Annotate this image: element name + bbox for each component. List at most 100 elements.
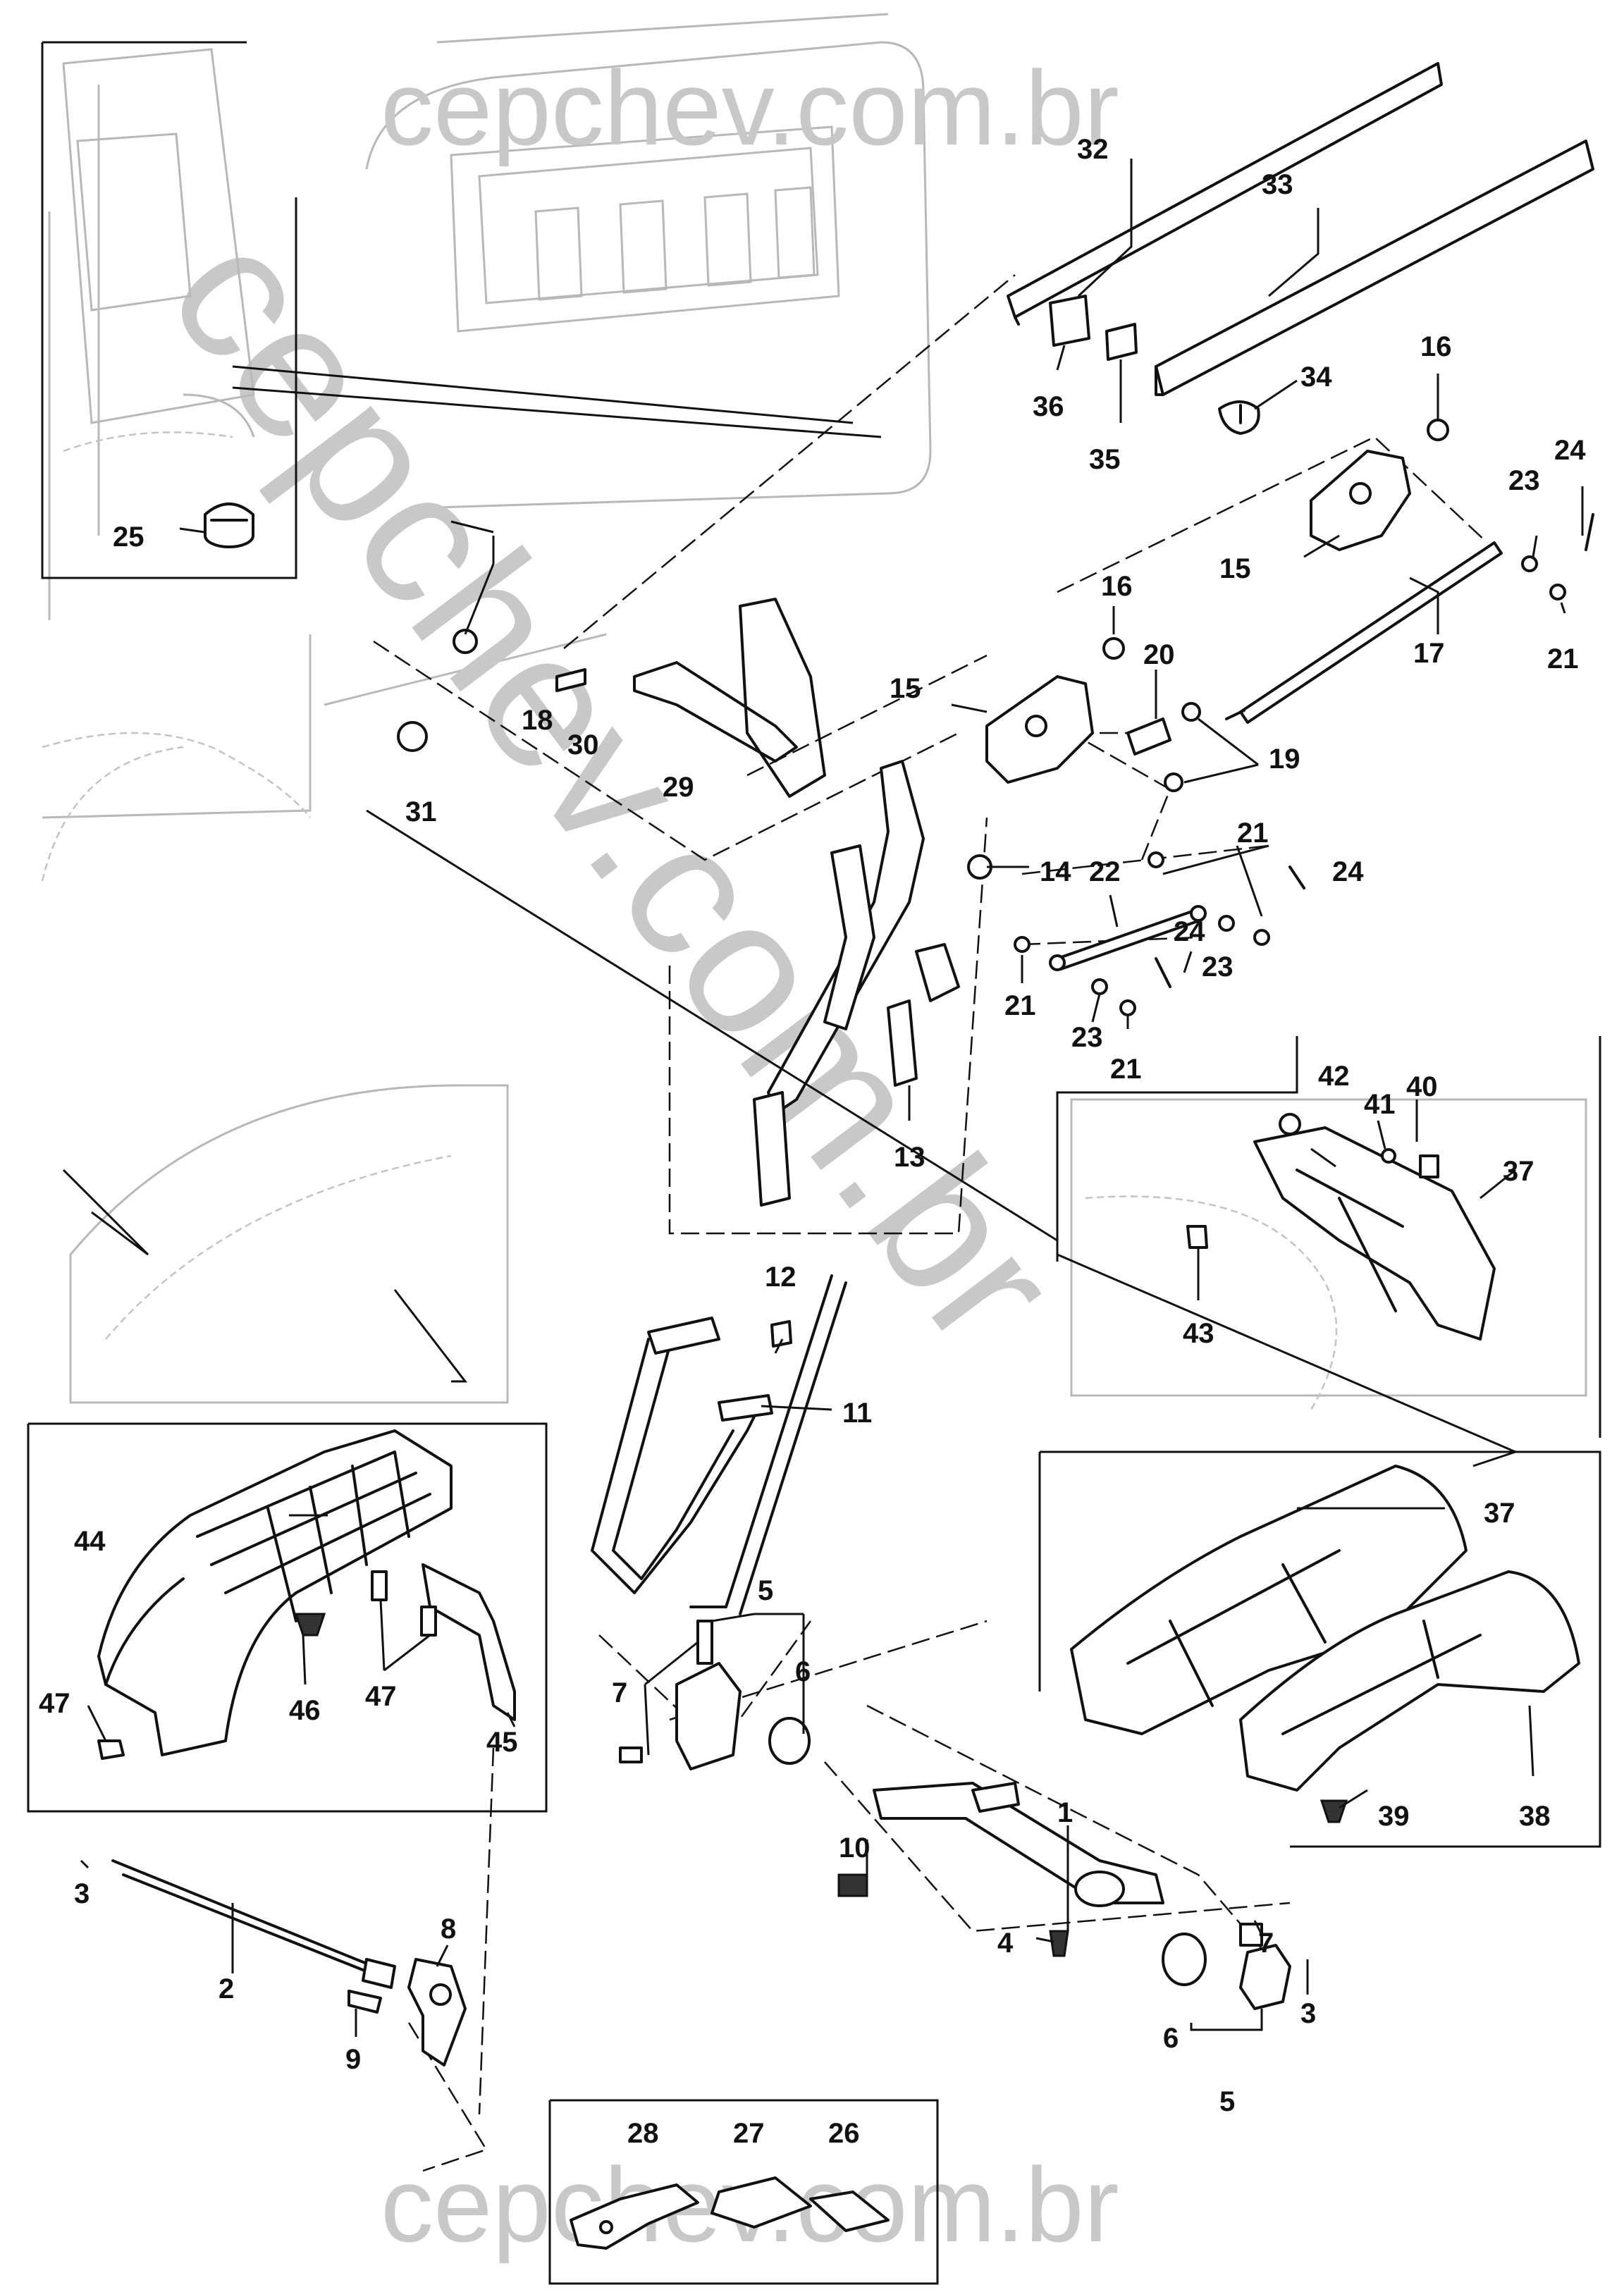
callout-41: 41	[1364, 1089, 1396, 1120]
callout-12: 12	[765, 1262, 796, 1293]
callout-47-right: 47	[365, 1681, 397, 1712]
part-4-bolt	[1049, 1930, 1069, 1957]
callout-11: 11	[842, 1398, 872, 1429]
part-37-heat-shield-upper	[1253, 1126, 1496, 1341]
callout-37-upper: 37	[1503, 1156, 1534, 1187]
callout-14: 14	[1040, 856, 1071, 887]
part-15-latch-lower	[985, 675, 1094, 784]
part-35-pad	[1105, 323, 1138, 361]
callout-37-lower: 37	[1484, 1498, 1515, 1529]
callout-44: 44	[74, 1526, 106, 1557]
part-33-channel	[1155, 140, 1594, 396]
part-34-clip	[1218, 400, 1260, 435]
watermark-top: cepchev.com.br	[381, 49, 1119, 167]
part-36-bracket	[1049, 295, 1090, 347]
part-1-crossmember	[873, 1782, 1164, 1907]
callout-42: 42	[1318, 1061, 1350, 1092]
part-28-bracket	[570, 2183, 699, 2250]
handle-bracket	[739, 598, 826, 798]
callout-26: 26	[828, 2118, 860, 2149]
part-8-bracket	[407, 1958, 467, 2066]
callout-16-mid: 16	[1101, 571, 1133, 602]
callout-27: 27	[733, 2118, 765, 2149]
part-45-bracket	[422, 1563, 516, 1721]
small-hardware	[397, 419, 1594, 1016]
callout-32: 32	[1077, 134, 1109, 165]
part-27-bracket	[710, 2176, 812, 2229]
part-17-rod	[1225, 541, 1503, 724]
part-26-bracket	[809, 2191, 890, 2232]
part-12-bolt	[770, 1320, 792, 1348]
part-38-heat-shield	[1239, 1570, 1580, 1792]
callout-24-low: 24	[1174, 916, 1205, 947]
part-39-clip	[1320, 1799, 1348, 1823]
inset-heat-shield-top	[1056, 1036, 1601, 1438]
callout-23-low: 23	[1071, 1022, 1103, 1053]
callout-40: 40	[1406, 1071, 1438, 1102]
part-13-lever	[753, 760, 960, 1207]
part-11-bracket	[591, 1274, 847, 1615]
callout-labels: 32 33 34 36 35 16 24 23 15 16 17 21 20 1…	[39, 134, 1586, 2149]
callout-6-top: 6	[795, 1656, 811, 1687]
callout-10: 10	[839, 1832, 871, 1863]
callout-21-low: 21	[1110, 1054, 1142, 1085]
callout-46: 46	[289, 1695, 321, 1726]
callout-16-top: 16	[1420, 331, 1452, 362]
callout-5-bottom: 5	[1219, 2086, 1235, 2117]
callout-7-right: 7	[1258, 1928, 1274, 1959]
callout-18: 18	[522, 705, 553, 736]
callout-39: 39	[1378, 1801, 1410, 1832]
callout-38: 38	[1519, 1801, 1551, 1832]
callout-19: 19	[1269, 744, 1300, 775]
callout-23-top: 23	[1508, 465, 1540, 496]
callout-17: 17	[1413, 638, 1445, 669]
part-46-clip	[294, 1613, 326, 1637]
part-15-latch-upper	[1310, 450, 1411, 551]
callout-5-top: 5	[758, 1575, 773, 1606]
part-37-heat-shield	[1070, 1465, 1468, 1735]
callout-4: 4	[997, 1928, 1014, 1959]
callout-25: 25	[113, 522, 144, 553]
part-9-bolt	[347, 1990, 382, 2014]
callout-2: 2	[219, 1973, 234, 2004]
callout-8: 8	[441, 1914, 456, 1945]
callout-13: 13	[894, 1142, 925, 1173]
callout-36: 36	[1033, 391, 1064, 422]
callout-22: 22	[1089, 856, 1121, 887]
callout-3-right: 3	[1300, 1998, 1316, 2029]
callout-21-mid: 21	[1237, 818, 1269, 849]
part-5-mount-right	[1162, 1923, 1291, 2010]
callout-9: 9	[345, 2044, 361, 2075]
callout-24-top: 24	[1554, 435, 1586, 466]
callout-45: 45	[486, 1727, 518, 1758]
callout-7-left: 7	[612, 1677, 627, 1708]
callout-23-mid: 23	[1202, 951, 1234, 982]
callout-30: 30	[567, 729, 599, 760]
watermark-diagonal: cepchev.com.br	[129, 193, 1099, 1383]
callout-35: 35	[1089, 444, 1121, 475]
callout-21-top: 21	[1547, 643, 1579, 674]
callout-31: 31	[405, 796, 437, 827]
callout-6-bottom: 6	[1163, 2023, 1179, 2054]
inset-fender-liner	[27, 1084, 548, 1813]
part-29-bracket	[633, 661, 798, 763]
part-44-fender-liner	[97, 1429, 453, 1756]
part-47-screws	[97, 1570, 437, 1760]
callout-3-left: 3	[74, 1878, 90, 1909]
callout-24-mid: 24	[1332, 856, 1364, 887]
part-25-plug	[204, 503, 254, 548]
part-32-rail	[1007, 62, 1443, 326]
callout-21-left: 21	[1004, 990, 1036, 1021]
callout-15-top: 15	[1219, 553, 1251, 584]
part-22-link	[1049, 905, 1207, 971]
callout-34: 34	[1300, 362, 1332, 393]
callout-29: 29	[663, 772, 694, 803]
part-5-mount-left	[619, 1620, 811, 1770]
part-2-cable	[111, 1859, 396, 1989]
leader-lines	[62, 159, 1584, 2037]
callout-47-left: 47	[39, 1688, 70, 1719]
part-10-nut	[837, 1873, 868, 1897]
callout-28: 28	[627, 2118, 659, 2149]
callout-1: 1	[1057, 1797, 1073, 1828]
